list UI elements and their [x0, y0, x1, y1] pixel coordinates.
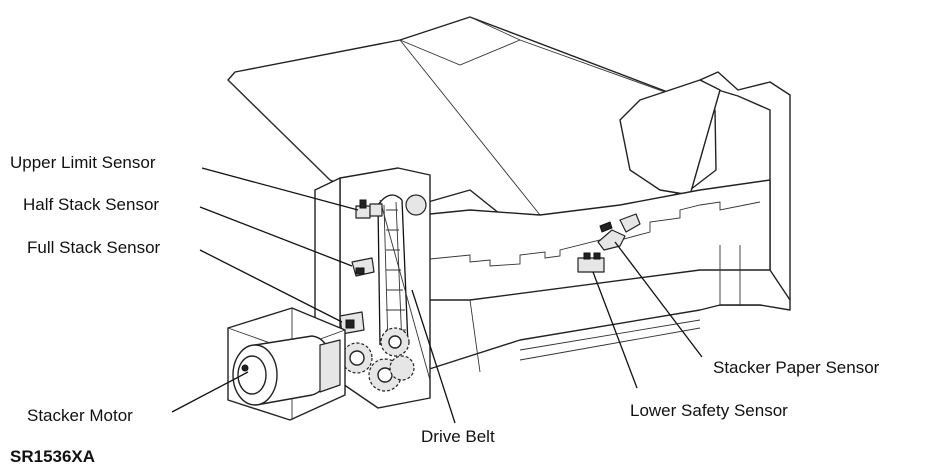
leader-drive-belt	[411, 289, 456, 424]
leader-stacker-paper	[614, 241, 703, 358]
label-stacker-paper-sensor: Stacker Paper Sensor	[713, 358, 880, 377]
leader-lower-safety	[592, 271, 638, 389]
figure-code: SR1536XA	[10, 447, 95, 466]
upper-limit-sensor-part	[355, 199, 383, 219]
leader-lines	[171, 167, 703, 424]
leader-full-stack	[199, 249, 343, 323]
label-half-stack-sensor: Half Stack Sensor	[23, 195, 159, 214]
label-drive-belt: Drive Belt	[421, 427, 495, 446]
label-upper-limit-sensor: Upper Limit Sensor	[10, 153, 156, 172]
leader-half-stack	[199, 206, 353, 267]
half-stack-sensor-part	[351, 257, 375, 277]
label-full-stack-sensor: Full Stack Sensor	[27, 238, 161, 257]
stacker-motor-part	[227, 307, 346, 421]
label-lower-safety-sensor: Lower Safety Sensor	[630, 401, 788, 420]
gear-train	[341, 327, 415, 392]
label-stacker-motor: Stacker Motor	[27, 406, 133, 425]
labels: Upper Limit Sensor Half Stack Sensor Ful…	[10, 153, 880, 466]
leader-upper-limit	[201, 167, 359, 211]
stacker-paper-sensor-part	[597, 213, 641, 251]
drive-belt-part	[377, 194, 431, 381]
leader-stacker-motor	[171, 371, 249, 413]
lower-safety-sensor-part	[577, 252, 605, 273]
